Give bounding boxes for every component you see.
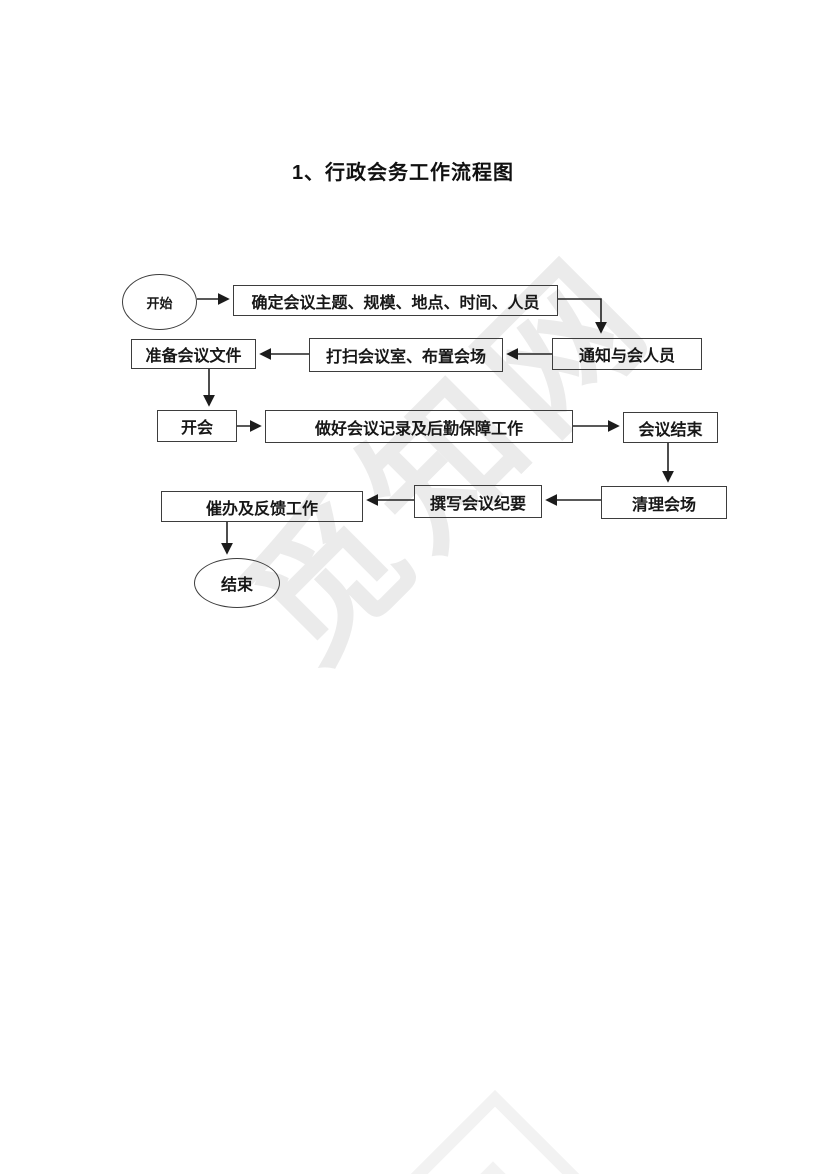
flow-node-meeting-end: 会议结束 (623, 412, 718, 443)
page-title: 1、行政会务工作流程图 (291, 162, 515, 184)
edge-determine-notify (558, 298, 607, 334)
flow-node-notify-attendees: 通知与会人员 (552, 338, 702, 370)
flow-node-prepare-documents: 准备会议文件 (131, 339, 256, 369)
flow-node-start: 开始 (122, 274, 197, 330)
flow-node-write-minutes: 撰写会议纪要 (414, 485, 542, 518)
flow-node-records-logistics: 做好会议记录及后勤保障工作 (265, 410, 573, 443)
flow-node-clean-meeting-room: 打扫会议室、布置会场 (309, 338, 503, 372)
flow-node-end: 结束 (194, 558, 280, 608)
flow-node-hold-meeting: 开会 (157, 410, 237, 442)
flow-node-cleanup-venue: 清理会场 (601, 486, 727, 519)
flow-node-followup-feedback: 催办及反馈工作 (161, 491, 363, 522)
flow-node-determine-topic: 确定会议主题、规模、地点、时间、人员 (233, 285, 558, 316)
